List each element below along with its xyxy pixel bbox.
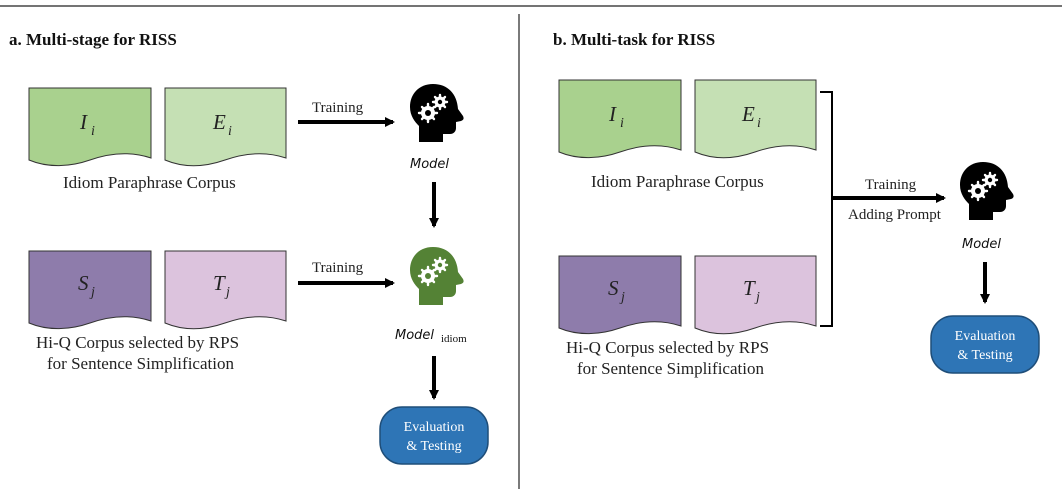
grouping-bracket (820, 91, 833, 327)
doc-label-main: I (608, 102, 617, 126)
doc-label-main: T (743, 276, 756, 300)
idiom-corpus-caption: Idiom Paraphrase Corpus (591, 172, 764, 191)
doc-label-sub: j (754, 290, 760, 305)
model-head-icon (410, 84, 464, 142)
doc-label-main: T (213, 271, 226, 295)
model-head-icon (960, 162, 1014, 220)
doc-label-sub: i (757, 116, 761, 131)
model-idiom-sub: idiom (441, 333, 467, 345)
simp-caption-line2: for Sentence Simplification (47, 354, 234, 373)
doc-label-main: S (608, 276, 619, 300)
panel-a-title: a. Multi-stage for RISS (9, 30, 177, 49)
evaluation-box: Evaluation & Testing (379, 406, 489, 465)
doc-simp-input: S j (558, 255, 682, 335)
doc-idiom-input: I i (558, 79, 682, 159)
eval-line1: Evaluation (404, 420, 465, 435)
doc-idiom-output: E i (694, 79, 817, 159)
model-idiom-label: Model (395, 328, 434, 343)
doc-idiom-input: I i (28, 87, 152, 167)
simp-caption-line1: Hi-Q Corpus selected by RPS (566, 338, 769, 357)
doc-label-main: S (78, 271, 89, 295)
doc-label-main: E (212, 110, 226, 134)
eval-line2: & Testing (406, 439, 461, 454)
doc-label-sub: i (620, 116, 624, 131)
arrow-label-training: Training (312, 100, 364, 116)
model-label: Model (410, 157, 449, 172)
eval-line2: & Testing (957, 348, 1012, 363)
arrow-label-training: Training (312, 260, 364, 276)
panel-a: a. Multi-stage for RISS I i E i Idiom Pa… (9, 30, 489, 465)
doc-label-sub: j (619, 290, 625, 305)
model-label: Model (962, 237, 1001, 252)
doc-label-main: I (79, 110, 88, 134)
panel-b: b. Multi-task for RISS I i E i Idiom Par… (553, 30, 1040, 378)
doc-simp-output: T j (694, 255, 817, 335)
doc-label-sub: i (91, 124, 95, 139)
doc-label-sub: j (224, 285, 230, 300)
model-idiom-head-icon (410, 247, 464, 305)
evaluation-box: Evaluation & Testing (930, 315, 1040, 374)
eval-line1: Evaluation (955, 329, 1016, 344)
doc-simp-input: S j (28, 250, 152, 330)
simp-caption-line2: for Sentence Simplification (577, 359, 764, 378)
doc-simp-output: T j (164, 250, 287, 330)
simp-caption-line1: Hi-Q Corpus selected by RPS (36, 333, 239, 352)
doc-label-sub: i (228, 124, 232, 139)
idiom-corpus-caption: Idiom Paraphrase Corpus (63, 173, 236, 192)
doc-label-sub: j (89, 285, 95, 300)
panel-b-title: b. Multi-task for RISS (553, 30, 715, 49)
arrow-label-adding-prompt: Adding Prompt (848, 207, 942, 223)
arrow-label-training: Training (865, 177, 917, 193)
doc-idiom-output: E i (164, 87, 287, 167)
doc-label-main: E (741, 102, 755, 126)
